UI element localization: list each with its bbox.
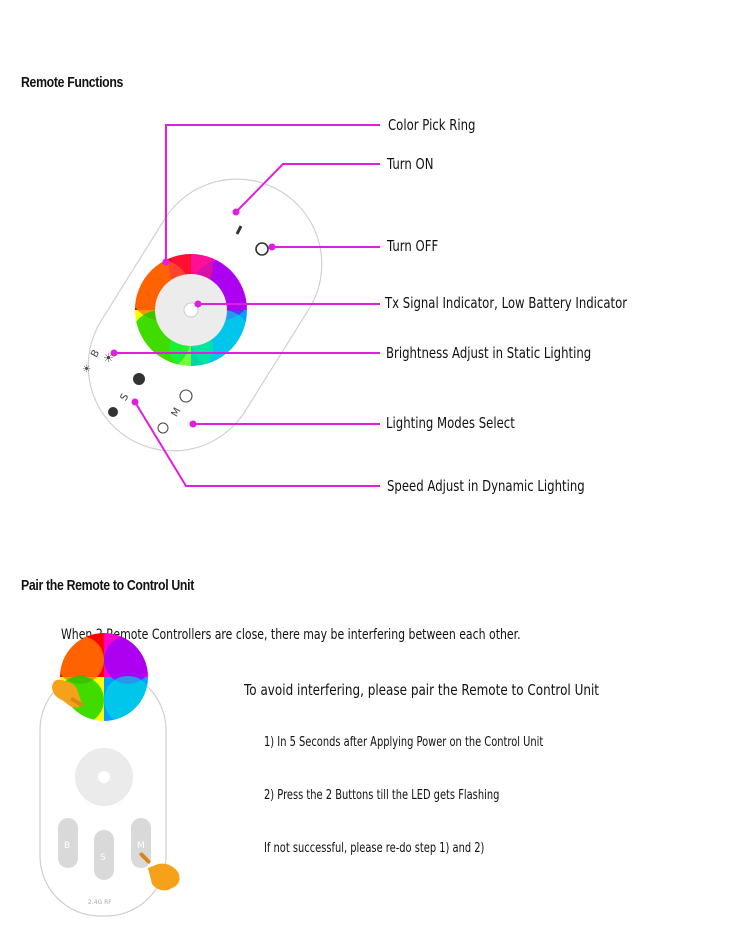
color-ring-vertical [60, 633, 148, 721]
brightness-pill [58, 818, 78, 868]
callout-turn-on: Turn ON [387, 155, 434, 173]
callout-color-pick-ring: Color Pick Ring [388, 116, 476, 134]
remote-functions-diagram: ☀ B ☀ S M [82, 124, 380, 487]
rf-label: 2.4G RF [88, 899, 112, 906]
speed-label: S [119, 392, 132, 403]
callout-tx-signal: Tx Signal Indicator, Low Battery Indicat… [385, 294, 628, 312]
speed-pill [94, 830, 114, 880]
sun-small-icon: ☀ [82, 364, 91, 375]
brightness-label: B [89, 348, 102, 360]
pair-heading: To avoid interfering, please pair the Re… [244, 681, 599, 699]
callout-modes: Lighting Modes Select [386, 414, 515, 432]
retry-note: If not successful, please re-do step 1) … [264, 841, 485, 856]
hand-pointer-bottom-icon [139, 852, 180, 891]
hand-pointer-top-icon [52, 679, 84, 708]
mode-pill [131, 818, 151, 868]
section-title-pair-remote: Pair the Remote to Control Unit [21, 577, 194, 594]
section-title-remote-functions: Remote Functions [21, 74, 124, 91]
turn-on-button[interactable] [235, 225, 243, 235]
brightness-label-vertical: B [64, 841, 70, 851]
speed-button[interactable]: S [108, 373, 145, 417]
remote-body-vertical [39, 669, 167, 917]
callout-speed: Speed Adjust in Dynamic Lighting [387, 477, 585, 495]
step-1: 1) In 5 Seconds after Applying Power on … [264, 735, 544, 750]
turn-off-button[interactable] [255, 242, 269, 256]
intro-text: When 2 Remote Controllers are close, the… [61, 627, 521, 643]
speed-label-vertical: S [100, 853, 106, 863]
callout-turn-off: Turn OFF [387, 237, 439, 255]
brightness-button[interactable]: ☀ B ☀ [82, 348, 114, 375]
mode-label-vertical: M [137, 841, 145, 851]
on-off-bar [79, 698, 128, 716]
sun-icon: ☀ [103, 351, 114, 365]
callout-dots [110, 208, 276, 428]
callout-brightness: Brightness Adjust in Static Lighting [386, 344, 592, 362]
callout-lines [114, 124, 380, 487]
step-2: 2) Press the 2 Buttons till the LED gets… [264, 788, 500, 803]
